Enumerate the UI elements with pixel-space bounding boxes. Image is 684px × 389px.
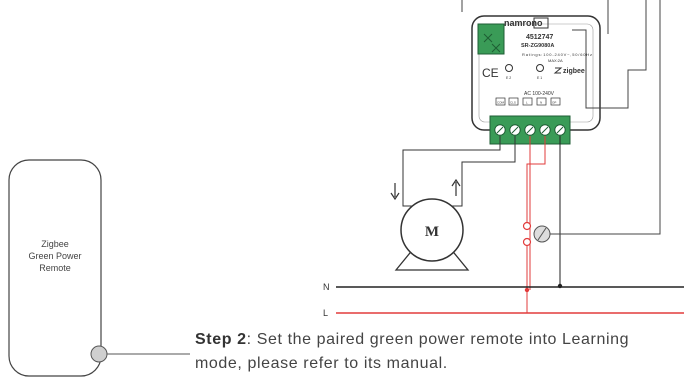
led-indicator-2 xyxy=(536,64,544,72)
remote-label-line: Remote xyxy=(39,263,71,273)
motor-wire-com xyxy=(402,136,501,207)
motor: M xyxy=(394,198,470,271)
ce-mark: CE xyxy=(482,66,499,80)
terminal-label: N xyxy=(540,101,542,105)
remote-label: Zigbee Green Power Remote xyxy=(14,238,96,274)
l-line-label: L xyxy=(323,308,328,318)
terminal-box xyxy=(495,97,506,106)
device-right-wire xyxy=(572,0,647,109)
terminal-box xyxy=(536,97,547,106)
switch-actuator xyxy=(537,227,547,241)
brand-badge xyxy=(533,17,549,29)
terminal-label: L xyxy=(526,101,528,105)
step-instruction: Step 2: Set the paired green power remot… xyxy=(195,328,675,376)
switch-control-wire xyxy=(550,0,661,235)
motor-wire-cls xyxy=(445,136,516,207)
brand-label: namrono xyxy=(504,18,543,28)
zigbee-icon xyxy=(553,67,563,74)
model-code: SR-ZG9080A xyxy=(521,43,554,49)
terminal-label: CLS xyxy=(510,101,516,105)
terminal-label: COM xyxy=(497,101,505,105)
terminal-box xyxy=(508,97,519,106)
live-wire-switch xyxy=(526,136,546,222)
ac-label: AC 100-240V xyxy=(524,91,555,97)
terminal-box xyxy=(522,97,533,106)
motor-body xyxy=(400,198,464,262)
max-text: MAX:2A xyxy=(548,58,563,63)
zigbee-label: zigbee xyxy=(563,68,585,75)
led-label-2: E 1 xyxy=(537,76,542,80)
arrow-down-icon xyxy=(390,183,400,201)
model-number: 4512747 xyxy=(526,34,553,41)
ratings-text: Ratings:100-240V~,50/60Hz xyxy=(522,52,592,57)
top-terminal-screw-2 xyxy=(491,43,501,53)
switch-contact-bottom xyxy=(522,237,532,247)
n-line-label: N xyxy=(323,282,330,292)
led-indicator-1 xyxy=(505,64,513,72)
step-text: : Set the paired green power remote into… xyxy=(195,331,630,372)
remote-label-line: Green Power xyxy=(28,251,82,261)
remote-body xyxy=(8,159,102,377)
remote-label-line: Zigbee xyxy=(41,239,69,249)
remote-button xyxy=(90,345,108,363)
arrow-up-icon xyxy=(451,178,461,196)
terminal-label: OP xyxy=(552,101,556,105)
step-label: Step 2 xyxy=(195,331,247,348)
switch-contact-top xyxy=(522,221,532,231)
terminal-box xyxy=(550,97,561,106)
top-terminal-block xyxy=(477,23,505,55)
top-terminal-screw-1 xyxy=(483,33,493,43)
terminal-screws xyxy=(494,124,566,136)
terminal-labels: COM CLS L N OP xyxy=(495,97,561,106)
led-label-1: E 2 xyxy=(506,76,511,80)
motor-label: M xyxy=(425,224,439,240)
